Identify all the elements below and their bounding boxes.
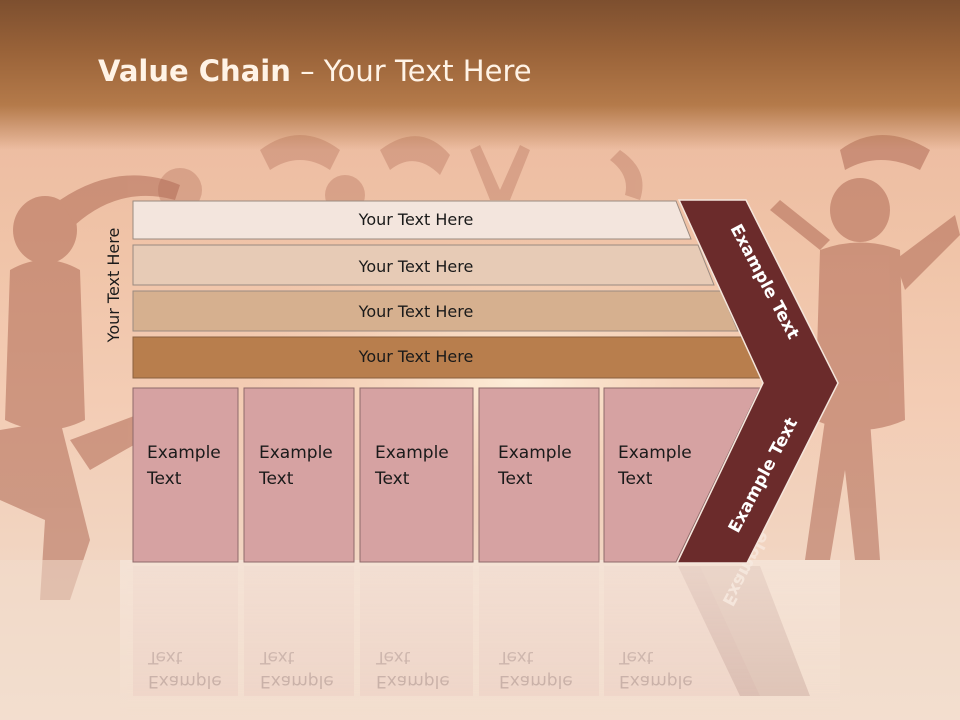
activity-box-2: [243, 387, 355, 563]
activity-box-3: [359, 387, 474, 563]
activity-box-4: [478, 387, 600, 563]
activity-box-4-line1: Example: [498, 443, 572, 463]
chain-bar-3-label: Your Text Here: [358, 302, 474, 321]
chain-bar-1: [132, 200, 692, 240]
chain-bar-3: [132, 290, 739, 332]
activity-box-5-line2: Text: [617, 469, 653, 489]
activity-box-3-line2: Text: [374, 469, 410, 489]
chain-bar-4-label: Your Text Here: [358, 347, 474, 366]
chain-bar-1-label: Your Text Here: [358, 210, 474, 229]
slide-title-bold: Value Chain: [98, 54, 291, 88]
chain-bar-2: [132, 244, 715, 286]
activity-box-5: [603, 387, 761, 563]
chain-bar-2-label: Your Text Here: [358, 257, 474, 276]
diagram-reflection: Text Example Text Example Text Example T…: [120, 528, 840, 720]
activity-box-1-line2: Text: [146, 469, 182, 489]
activity-box-4-line2: Text: [497, 469, 533, 489]
header-band: [0, 0, 960, 150]
activity-box-3-line1: Example: [375, 443, 449, 463]
slide-title-rest: – Your Text Here: [290, 54, 532, 88]
activity-box-5-line1: Example: [618, 443, 692, 463]
activity-box-1: [132, 387, 239, 563]
activity-box-2-line2: Text: [258, 469, 294, 489]
slide-title: Value Chain – Your Text Here: [98, 54, 532, 88]
margin-chevron: [675, 199, 839, 564]
activity-box-2-line1: Example: [259, 443, 333, 463]
activity-box-1-line1: Example: [147, 443, 221, 463]
